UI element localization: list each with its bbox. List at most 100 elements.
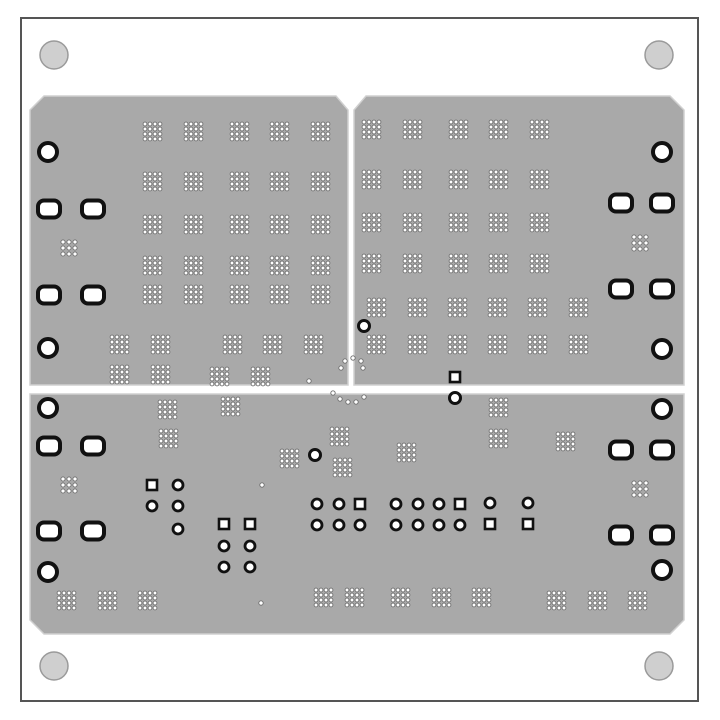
via — [183, 131, 189, 137]
via — [631, 234, 637, 240]
via — [183, 299, 189, 305]
via — [602, 595, 608, 601]
via — [71, 590, 77, 596]
via — [402, 174, 408, 180]
via — [66, 482, 72, 488]
via — [152, 270, 158, 276]
via — [224, 366, 230, 372]
via-array — [56, 590, 77, 611]
via — [344, 441, 350, 447]
via — [160, 379, 166, 385]
via — [318, 597, 324, 603]
via — [431, 602, 437, 608]
via — [227, 344, 233, 350]
via — [488, 428, 494, 434]
via — [229, 284, 235, 290]
via — [328, 592, 334, 598]
via — [152, 121, 158, 127]
via — [234, 136, 240, 142]
copper-pour-top-left — [29, 95, 349, 386]
via — [487, 349, 493, 355]
via-array — [109, 334, 130, 355]
via — [109, 349, 115, 355]
via — [269, 181, 275, 187]
via — [230, 411, 236, 417]
via — [366, 334, 372, 340]
via — [493, 134, 499, 140]
via — [160, 364, 166, 370]
via — [198, 299, 204, 305]
via — [193, 229, 199, 235]
via — [173, 433, 179, 439]
via — [303, 334, 309, 340]
thermal-via-arrays — [56, 119, 648, 611]
via — [493, 443, 499, 449]
round-pad — [389, 518, 403, 532]
via — [371, 124, 377, 130]
via — [573, 334, 579, 340]
via — [537, 344, 543, 350]
via — [188, 214, 194, 220]
via — [119, 374, 125, 380]
via — [329, 426, 335, 432]
via — [583, 307, 589, 313]
via — [142, 186, 148, 192]
via — [284, 289, 290, 295]
via — [150, 364, 156, 370]
via — [225, 396, 231, 402]
via — [361, 184, 367, 190]
via — [260, 371, 266, 377]
via — [573, 307, 579, 313]
via-array — [269, 284, 290, 305]
via — [315, 284, 321, 290]
via — [570, 446, 576, 452]
via — [267, 334, 273, 340]
via — [417, 212, 423, 218]
via — [239, 171, 245, 177]
via-array — [555, 431, 576, 452]
via — [318, 344, 324, 350]
via — [503, 258, 509, 264]
via — [587, 605, 593, 611]
via — [137, 590, 143, 596]
via — [366, 129, 372, 135]
via-array — [361, 119, 382, 140]
via — [313, 339, 319, 345]
via — [532, 312, 538, 318]
small-via-arrays — [60, 234, 649, 606]
via — [544, 258, 550, 264]
via-array — [527, 297, 548, 318]
via-array — [487, 334, 508, 355]
via — [66, 595, 72, 601]
via — [232, 334, 238, 340]
via — [417, 134, 423, 140]
via — [417, 302, 423, 308]
via — [402, 134, 408, 140]
via — [412, 119, 418, 125]
via — [158, 443, 164, 449]
via — [411, 442, 417, 448]
via — [376, 263, 382, 269]
via — [578, 349, 584, 355]
via — [289, 448, 295, 454]
via — [315, 171, 321, 177]
via — [578, 312, 584, 318]
via — [417, 179, 423, 185]
via — [463, 129, 469, 135]
via — [325, 136, 331, 142]
via — [401, 442, 407, 448]
via — [168, 428, 174, 434]
via — [498, 134, 504, 140]
via — [310, 289, 316, 295]
via — [417, 349, 423, 355]
via — [592, 590, 598, 596]
via-array — [390, 587, 411, 608]
via — [272, 344, 278, 350]
via — [188, 270, 194, 276]
via — [412, 302, 418, 308]
via — [60, 239, 66, 245]
via — [366, 268, 372, 274]
via — [320, 224, 326, 230]
via — [556, 595, 562, 601]
via — [376, 119, 382, 125]
